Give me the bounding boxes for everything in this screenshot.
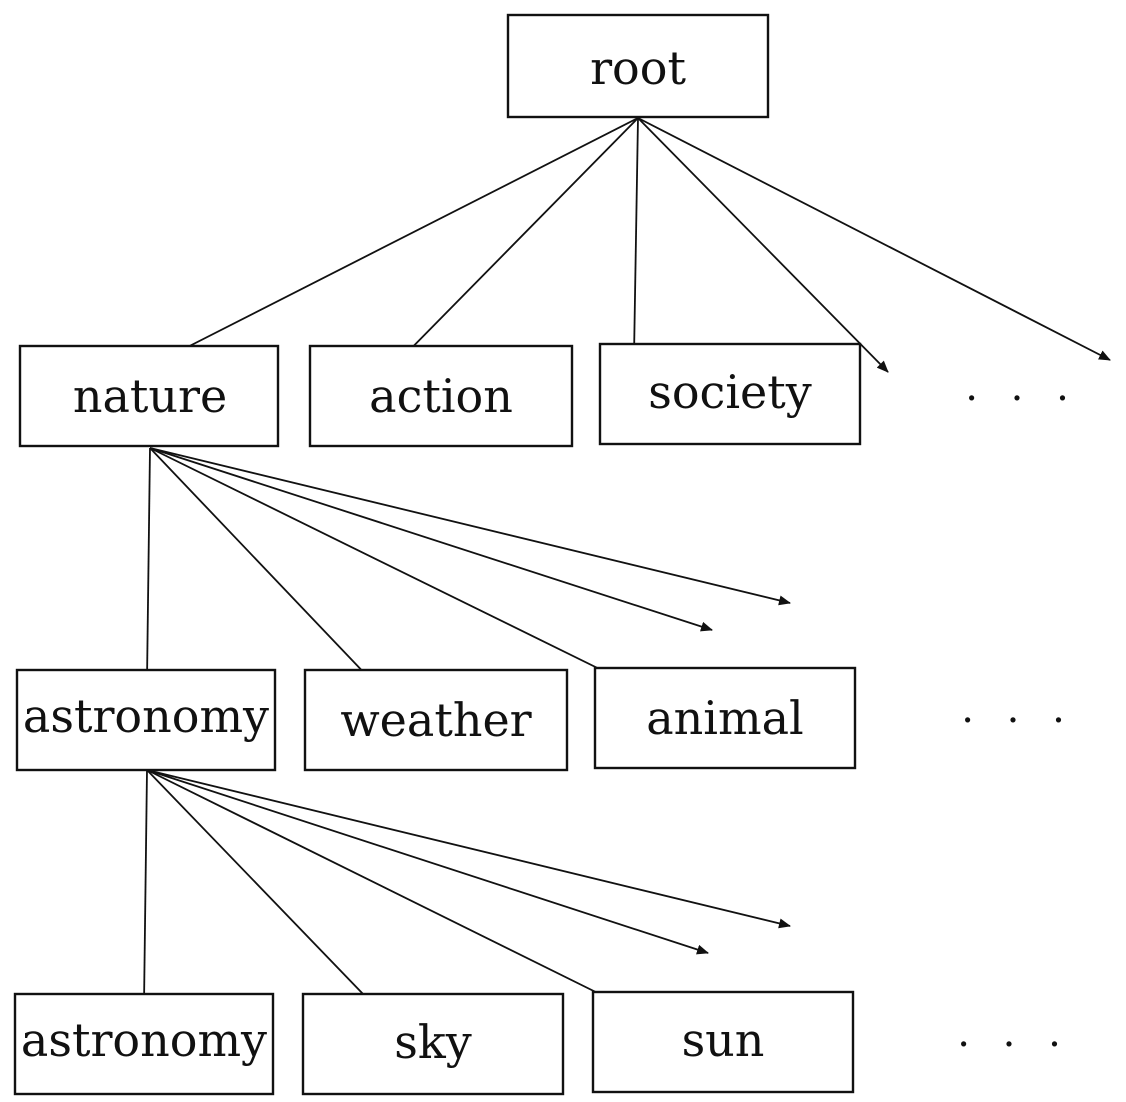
edges-nature	[142, 447, 791, 701]
node-weather: weather	[303, 668, 569, 772]
node-astronomy-l2-box	[15, 668, 277, 772]
node-society-label: society	[648, 365, 811, 419]
node-sky-label: sky	[394, 1015, 471, 1069]
edge-nature-animal	[149, 447, 631, 685]
node-society-box	[598, 342, 862, 446]
node-sun-box	[591, 990, 855, 1094]
edge-nature-weather	[149, 447, 391, 701]
node-weather-box	[303, 668, 569, 772]
node-action-label: action	[369, 369, 513, 423]
node-sun: sun	[591, 990, 855, 1094]
node-sky: sky	[301, 992, 565, 1096]
edge-nature-astronomy	[142, 447, 153, 681]
level-3: astronomy sky sun . . .	[13, 990, 1071, 1096]
node-action-box	[308, 344, 574, 448]
node-animal-label: animal	[646, 691, 804, 745]
node-animal-box	[593, 666, 857, 770]
edge-astronomy-sky	[146, 769, 391, 1023]
node-astronomy-l2-label: astronomy	[23, 689, 269, 743]
node-action: action	[308, 344, 574, 448]
level-2: astronomy weather animal . . .	[15, 666, 1075, 772]
edge-root-more-2	[637, 117, 1111, 361]
edge-astronomy-astronomy	[139, 769, 150, 1005]
edge-astronomy-sun	[146, 769, 627, 1008]
node-society: society	[598, 342, 862, 446]
node-root-label: root	[590, 41, 686, 95]
edge-nature-more-1	[149, 447, 713, 632]
node-sky-box	[301, 992, 565, 1096]
node-animal: animal	[593, 666, 857, 770]
node-root-box	[506, 13, 770, 119]
node-nature-label: nature	[73, 369, 227, 423]
node-nature-box	[18, 344, 280, 448]
edge-astronomy-more-2	[146, 769, 791, 929]
edge-root-society	[629, 117, 640, 357]
edges-astronomy	[139, 769, 791, 1023]
node-astronomy-l3-box	[13, 992, 275, 1096]
node-root: root	[506, 13, 770, 119]
edge-root-more-1	[637, 117, 889, 373]
edge-root-action	[387, 117, 639, 373]
node-sun-label: sun	[682, 1013, 765, 1067]
node-astronomy-l2: astronomy	[15, 668, 277, 772]
node-nature: nature	[18, 344, 280, 448]
edge-nature-more-2	[149, 447, 791, 606]
edge-astronomy-more-1	[146, 769, 709, 955]
node-astronomy-l3-label: astronomy	[21, 1013, 267, 1067]
level-1: nature action society . . .	[18, 342, 1079, 448]
level-3-ellipsis: . . .	[957, 1010, 1071, 1056]
edge-root-nature	[161, 117, 639, 361]
edges-root	[161, 117, 1111, 373]
node-astronomy-l3: astronomy	[13, 992, 275, 1096]
level-1-ellipsis: . . .	[965, 364, 1079, 410]
level-2-ellipsis: . . .	[961, 686, 1075, 732]
node-weather-label: weather	[340, 693, 531, 747]
